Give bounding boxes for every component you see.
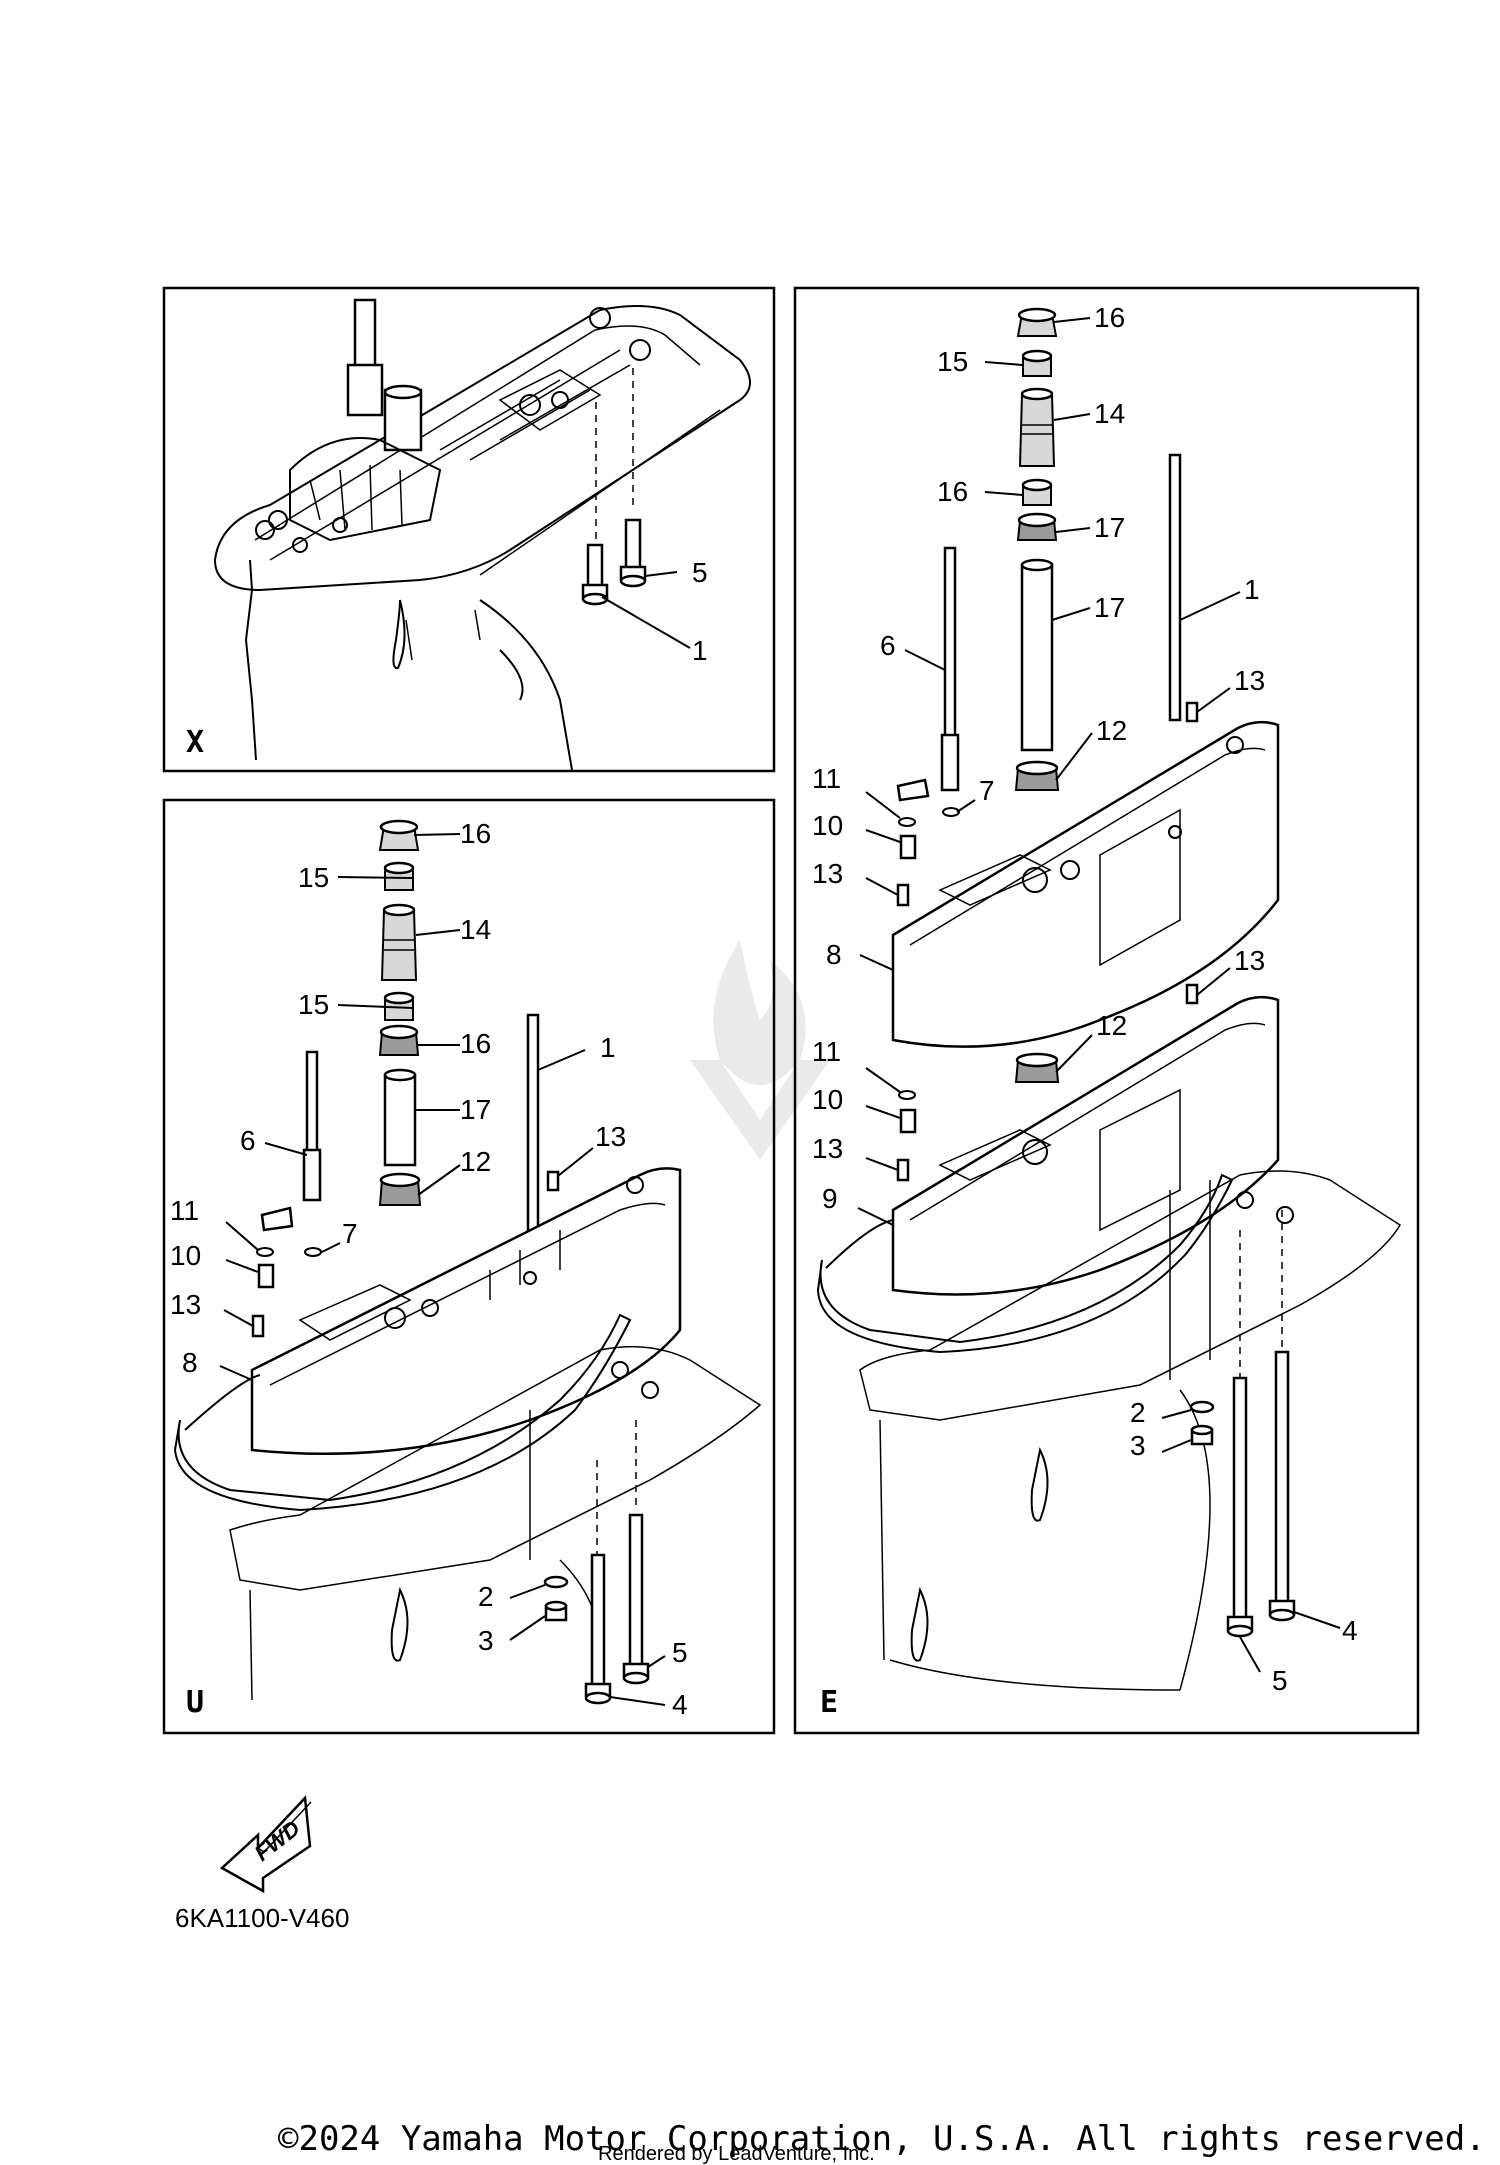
svg-text:17: 17	[1094, 512, 1125, 543]
copyright-notice: ©2024 Yamaha Motor Corporation, U.S.A. A…	[278, 2119, 1486, 2159]
svg-text:10: 10	[170, 1240, 201, 1271]
svg-text:2: 2	[478, 1581, 494, 1612]
svg-text:11: 11	[812, 763, 841, 794]
svg-text:11: 11	[812, 1036, 841, 1067]
svg-text:15: 15	[298, 989, 329, 1020]
svg-text:3: 3	[1130, 1430, 1146, 1461]
panel-e-illustration	[816, 307, 1402, 1691]
watermark-logo	[690, 940, 830, 1160]
panel-x-illustration	[213, 298, 751, 771]
svg-text:16: 16	[460, 818, 491, 849]
svg-text:11: 11	[170, 1195, 199, 1226]
svg-text:4: 4	[1342, 1615, 1358, 1646]
svg-text:8: 8	[826, 939, 842, 970]
svg-text:5: 5	[1272, 1665, 1288, 1696]
panel-e-callouts: 16 15 14 16 17 17 1 6 13 12 11 7 10 13 8…	[812, 302, 1358, 1696]
svg-text:14: 14	[460, 914, 491, 945]
svg-text:13: 13	[812, 1133, 843, 1164]
svg-text:7: 7	[342, 1218, 358, 1249]
rendered-by-credit: Rendered by LeadVenture, Inc.	[598, 2143, 875, 2165]
panel-x-frame	[162, 286, 776, 773]
panel-e-frame	[793, 286, 1420, 1735]
svg-text:14: 14	[1094, 398, 1125, 429]
svg-text:13: 13	[1234, 945, 1265, 976]
svg-text:12: 12	[460, 1146, 491, 1177]
svg-text:7: 7	[979, 775, 995, 806]
svg-text:10: 10	[812, 810, 843, 841]
svg-text:10: 10	[812, 1084, 843, 1115]
panel-e-id: E	[820, 1685, 838, 1720]
svg-text:13: 13	[1234, 665, 1265, 696]
panel-u-leaders	[219, 833, 666, 1706]
svg-text:3: 3	[478, 1625, 494, 1656]
svg-text:1: 1	[600, 1032, 616, 1063]
part-code: 6KA1100-V460	[175, 1903, 349, 1933]
svg-text:13: 13	[170, 1289, 201, 1320]
fwd-arrow-icon: FWD	[219, 1795, 312, 1894]
panel-u-frame	[162, 798, 776, 1735]
svg-text:6: 6	[240, 1125, 256, 1156]
panel-x-leader-5	[644, 571, 678, 577]
panel-u-illustration	[173, 819, 762, 1705]
svg-text:15: 15	[937, 346, 968, 377]
svg-text:15: 15	[298, 862, 329, 893]
panel-x-callout-1: 1	[692, 635, 708, 666]
svg-text:8: 8	[182, 1347, 198, 1378]
svg-text:16: 16	[937, 476, 968, 507]
svg-text:6: 6	[880, 630, 896, 661]
svg-text:12: 12	[1096, 715, 1127, 746]
svg-text:5: 5	[672, 1637, 688, 1668]
panel-e-leaders	[857, 317, 1341, 1673]
svg-text:16: 16	[460, 1028, 491, 1059]
panel-x-leader-1	[601, 596, 691, 649]
svg-text:17: 17	[1094, 592, 1125, 623]
svg-text:16: 16	[1094, 302, 1125, 333]
svg-text:13: 13	[812, 858, 843, 889]
svg-text:1: 1	[1244, 574, 1260, 605]
panel-u-callouts: 16 15 14 15 16 1 17 6 13 12 7 11 10 13 8…	[170, 818, 688, 1720]
panel-x-callout-5: 5	[692, 557, 708, 588]
svg-text:13: 13	[595, 1121, 626, 1152]
svg-text:9: 9	[822, 1183, 838, 1214]
svg-text:17: 17	[460, 1094, 491, 1125]
svg-text:4: 4	[672, 1689, 688, 1720]
panel-u-id: U	[186, 1685, 204, 1720]
svg-text:2: 2	[1130, 1397, 1146, 1428]
panel-x-id: X	[186, 725, 204, 760]
svg-text:12: 12	[1096, 1010, 1127, 1041]
